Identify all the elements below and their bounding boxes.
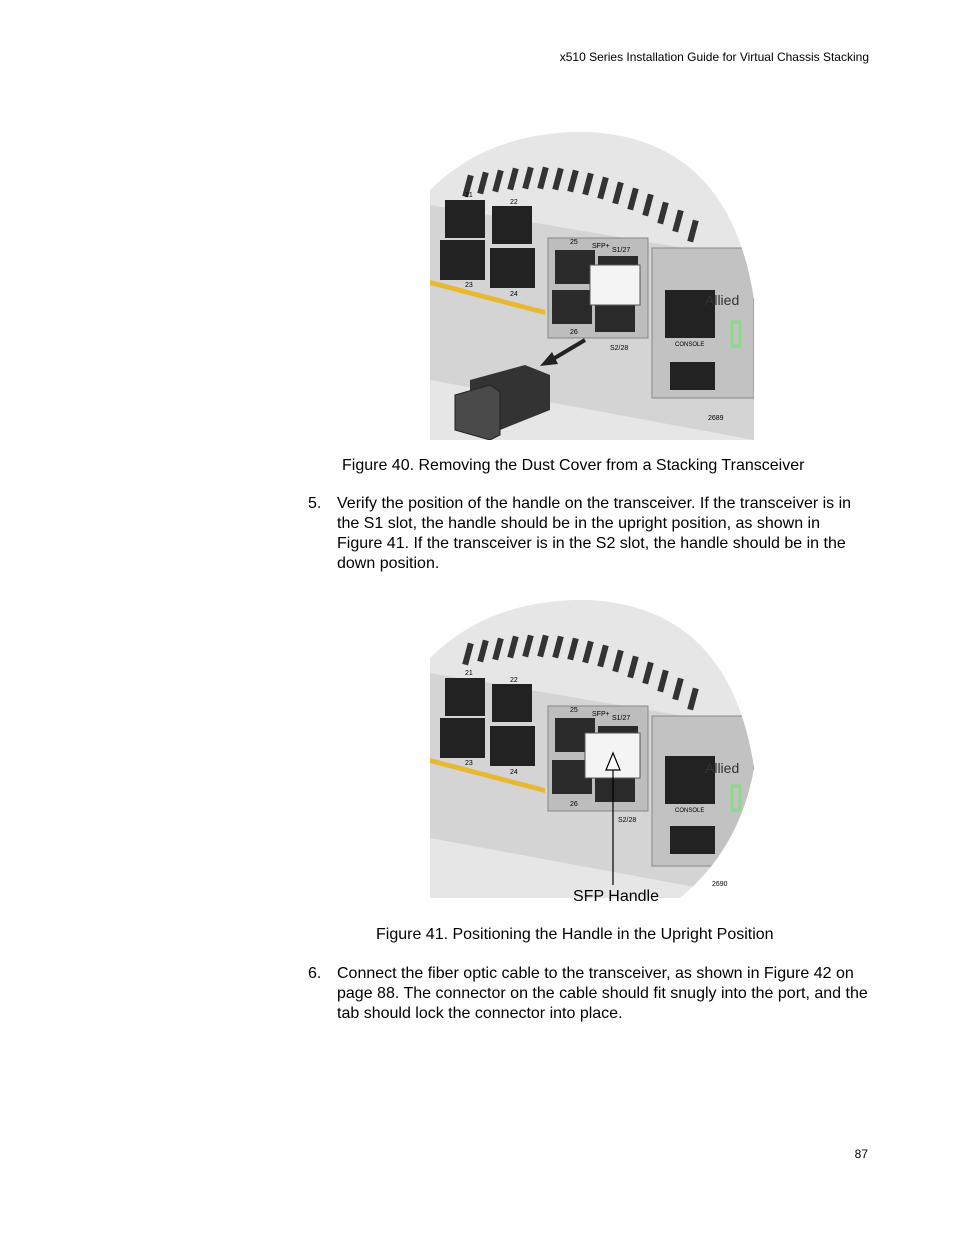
port-label-24: 24: [510, 769, 518, 776]
figure-40-art-number: 2689: [708, 415, 724, 422]
port-label-21: 21: [465, 670, 473, 677]
sfp-handle-callout: SFP Handle: [573, 888, 659, 905]
port-label-24: 24: [510, 291, 518, 298]
figure-41-caption: Figure 41. Positioning the Handle in the…: [376, 926, 774, 943]
step-6: 6. Connect the fiber optic cable to the …: [308, 964, 868, 1024]
s2-label: S2/28: [618, 817, 636, 824]
sfp-label: SFP+: [592, 711, 610, 718]
port-label-26: 26: [570, 801, 578, 808]
port-label-23: 23: [465, 282, 473, 289]
port-label-22: 22: [510, 677, 518, 684]
callout-arrowhead: [605, 751, 621, 771]
s2-label: S2/28: [610, 345, 628, 352]
port-label-22: 22: [510, 199, 518, 206]
figure-40-caption: Figure 40. Removing the Dust Cover from …: [342, 457, 805, 474]
port-label-25: 25: [570, 239, 578, 246]
figure-40-illustration: 21 22 23 24 25 26 SFP+ S1/27 S2/28 CONSO…: [430, 131, 754, 440]
s1-label: S1/27: [612, 715, 630, 722]
port-label-26: 26: [570, 329, 578, 336]
running-header: x510 Series Installation Guide for Virtu…: [559, 50, 869, 64]
port-label-21: 21: [465, 192, 473, 199]
step-6-number: 6.: [308, 965, 322, 982]
step-5-text: Verify the position of the handle on the…: [337, 495, 852, 572]
port-label-23: 23: [465, 760, 473, 767]
s1-label: S1/27: [612, 247, 630, 254]
console-label: CONSOLE: [675, 342, 704, 348]
step-5-number: 5.: [308, 495, 322, 512]
brand-logo-text: Allied: [705, 292, 739, 308]
page-number: 87: [854, 1147, 868, 1161]
sfp-label: SFP+: [592, 243, 610, 250]
step-6-text: Connect the fiber optic cable to the tra…: [337, 965, 868, 1022]
dust-cover: [454, 365, 550, 440]
console-label: CONSOLE: [675, 808, 704, 814]
figure-41-illustration: 21 22 23 24 25 26 SFP+ S1/27 S2/28 CONSO…: [430, 599, 754, 898]
figure-41-art-number: 2690: [712, 881, 728, 888]
brand-logo-text: Allied: [705, 760, 739, 776]
port-label-25: 25: [570, 707, 578, 714]
step-5: 5. Verify the position of the handle on …: [308, 494, 868, 574]
